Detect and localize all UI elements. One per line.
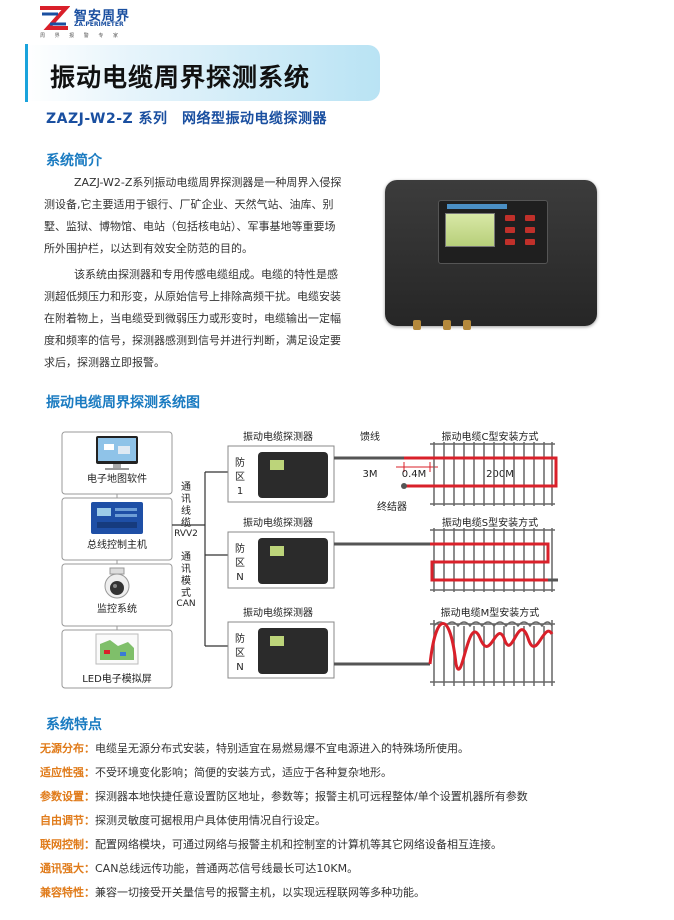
device-connector [463,320,471,330]
svg-text:通: 通 [181,481,191,493]
led-board-icon [95,633,139,665]
svg-text:通: 通 [181,551,191,563]
dimension-04m: 0.4M [402,469,427,480]
svg-text:防: 防 [235,542,245,555]
title-banner [25,45,380,101]
bus-label-can: 通 讯 模 式 CAN [176,551,195,609]
feature-item: 兼容特性：兼容一切接受开关量信号的报警主机，以实现远程联网等多种功能。 [40,886,425,899]
feature-item: 联网控制：配置网络模块，可通过网络与报警主机和控制室的计算机等其它网络设备相互连… [40,838,502,851]
detector-row-1: 振动电缆探测器 防 区 1 [227,430,335,503]
detector-label: 振动电缆探测器 [243,430,313,443]
features-list: 无源分布：电缆呈无源分布式安装，特别适宜在易燃易爆不宜电源进入的特殊场所使用。 … [40,742,660,910]
svg-text:振动电缆探测器: 振动电缆探测器 [243,606,313,619]
intro-paragraph-1: ZAZJ-W2-Z系列振动电缆周界探测器是一种周界入侵探测设备,它主要适用于银行… [44,176,342,255]
diagram-section-title: 振动电缆周界探测系统图 [46,395,200,411]
svg-text:1: 1 [237,486,243,497]
logo-name-en: ZA.PERIMETER [74,21,124,28]
svg-text:振动电缆S型安装方式: 振动电缆S型安装方式 [442,516,538,529]
device-button [505,239,515,245]
left-device-label-4: LED电子模拟屏 [82,672,152,685]
banner-accent [25,44,28,102]
svg-text:N: N [236,662,243,673]
svg-text:式: 式 [181,586,191,599]
product-subtitle: ZAZJ-W2-Z 系列 网络型振动电缆探测器 [46,111,328,127]
fence-s-type: 振动电缆S型安装方式 [430,516,558,592]
feature-item: 参数设置：探测器本地快捷任意设置防区地址，参数等；报警主机可远程整体/单个设置机… [40,790,528,803]
device-button [505,215,515,221]
svg-text:讯: 讯 [181,493,191,505]
svg-text:振动电缆M型安装方式: 振动电缆M型安装方式 [441,606,540,619]
svg-text:振动电缆探测器: 振动电缆探测器 [243,516,313,529]
company-logo: 智安周界 ZA.PERIMETER 周 界 报 警 专 家 [38,4,158,39]
feature-item: 无源分布：电缆呈无源分布式安装，特别适宜在易燃易爆不宜电源进入的特殊场所使用。 [40,742,469,755]
feeder-lines [334,456,430,666]
svg-text:区: 区 [235,471,245,483]
svg-text:RVV2: RVV2 [174,529,198,539]
intro-section-title: 系统简介 [46,153,102,169]
device-button [525,227,535,233]
device-button [505,227,515,233]
device-connector [413,320,421,330]
dimension-markers [396,462,438,472]
svg-text:防: 防 [235,632,245,645]
device-lcd-screen [445,213,495,247]
features-section-title: 系统特点 [46,717,102,733]
svg-text:缆: 缆 [181,516,191,529]
svg-text:区: 区 [235,647,245,659]
device-front-panel [438,200,548,264]
logo-z-icon [38,6,70,32]
left-device-column: 电子地图软件 总线控制主机 监控系统 LED电子模拟屏 [61,431,173,689]
device-connector [443,320,451,330]
terminator-label: 终结器 [377,500,407,513]
feature-item: 自由调节：探测灵敏度可据根用户具体使用情况自行设定。 [40,814,326,827]
page-title: 振动电缆周界探测系统 [50,63,311,92]
svg-text:CAN: CAN [176,599,195,609]
svg-text:模: 模 [181,575,191,587]
svg-text:防: 防 [235,456,245,469]
device-button [525,215,535,221]
dimension-3m: 3M [363,469,378,480]
detector-row-2: 振动电缆探测器 防 区 N [227,516,335,589]
svg-text:线: 线 [181,504,191,517]
feature-item: 通讯强大：CAN总线远传功能，普通两芯信号线最长可达10KM。 [40,862,359,875]
left-device-label-1: 电子地图软件 [87,472,147,485]
bus-label-rvv2: 通 讯 线 缆 RVV2 [174,481,198,539]
device-button [525,239,535,245]
svg-text:区: 区 [235,557,245,569]
detector-device-photo [385,180,597,330]
svg-text:振动电缆C型安装方式: 振动电缆C型安装方式 [442,430,539,443]
bus-lines [172,471,228,647]
camera-icon [104,567,130,599]
fence-m-type: 振动电缆M型安装方式 [428,606,555,686]
svg-text:N: N [236,572,243,583]
logo-name-cn: 智安周界 [74,9,131,24]
left-device-label-2: 总线控制主机 [87,538,147,551]
detector-row-3: 振动电缆探测器 防 区 N [227,606,335,679]
monitor-icon [96,436,138,470]
system-diagram: 电子地图软件 总线控制主机 监控系统 LED电子模拟屏 通 讯 线 缆 RVV2… [61,430,558,689]
intro-paragraph-2: 该系统由探测器和专用传感电缆组成。电缆的特性是感测超低频压力和形变，从原始信号上… [44,268,341,369]
svg-text:讯: 讯 [181,563,191,575]
fence-c-type: 振动电缆C型安装方式 [401,430,558,506]
left-device-label-3: 监控系统 [97,602,137,615]
logo-slogan: 周 界 报 警 专 家 [40,33,122,39]
feature-item: 适应性强：不受环境变化影响；简便的安装方式，适应于各种复杂地形。 [40,766,392,779]
controller-icon [91,502,143,534]
feeder-label: 馈线 [360,430,380,443]
dimension-200m: 200M [486,469,514,480]
